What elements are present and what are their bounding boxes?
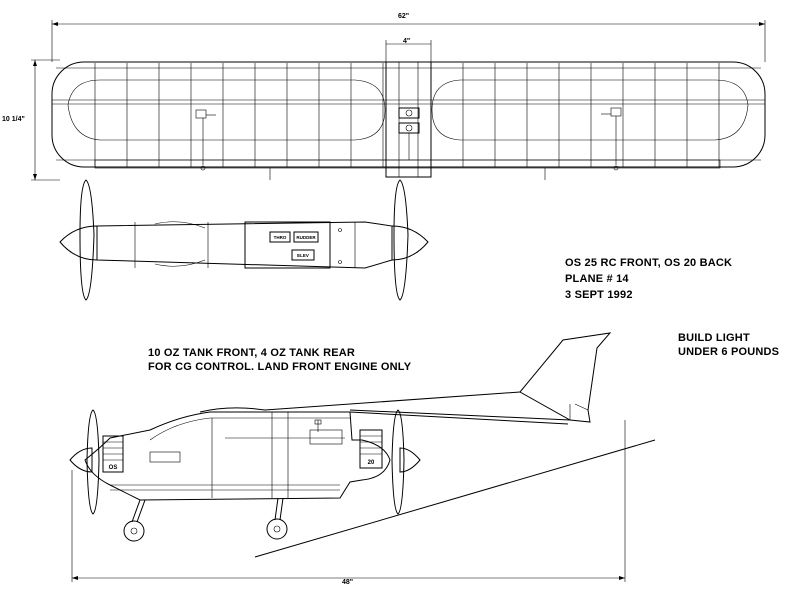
wing-top-view <box>31 20 766 181</box>
center-section-dimension: 4" <box>403 38 411 45</box>
elevator-label: ELEV <box>297 253 309 258</box>
length-dimension: 48" <box>342 579 354 586</box>
tank-note-line2: FOR CG CONTROL. LAND FRONT ENGINE ONLY <box>148 361 412 373</box>
build-note-line1: BUILD LIGHT <box>678 332 750 344</box>
engine-note: OS 25 RC FRONT, OS 20 BACK <box>565 257 733 269</box>
wingspan-dimension: 62" <box>398 13 410 20</box>
plane-number-note: PLANE # 14 <box>565 273 629 285</box>
date-note: 3 SEPT 1992 <box>565 289 633 301</box>
tank-note-line1: 10 OZ TANK FRONT, 4 OZ TANK REAR <box>148 347 356 359</box>
fuselage-top-view: THRO RUDDER ELEV <box>59 179 429 301</box>
throttle-label: THRO <box>274 235 287 240</box>
rudder-label: RUDDER <box>296 235 316 240</box>
rear-engine-label: 20 <box>368 460 375 466</box>
front-engine-label: OS <box>109 465 118 471</box>
build-note-line2: UNDER 6 POUNDS <box>678 346 780 358</box>
chord-dimension: 10 1/4" <box>2 116 25 123</box>
side-view: OS 20 <box>69 332 656 582</box>
